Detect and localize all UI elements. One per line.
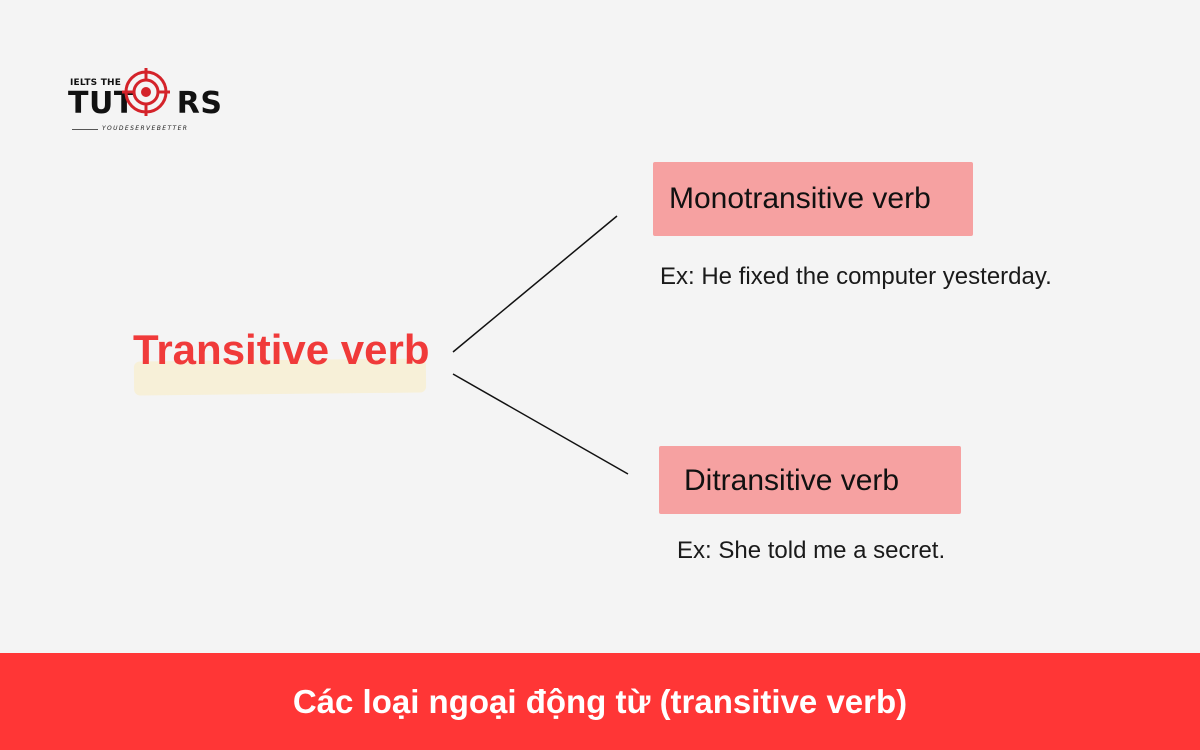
monotransitive-label: Monotransitive verb <box>669 182 931 215</box>
connector-to-ditransitive <box>452 373 629 475</box>
ditransitive-example: Ex: She told me a secret. <box>677 537 946 564</box>
footer-title: Các loại ngoại động từ (transitive verb) <box>292 683 908 720</box>
connector-to-monotransitive <box>452 215 618 353</box>
target-icon <box>122 68 170 116</box>
footer-banner: Các loại ngoại động từ (transitive verb) <box>0 653 1200 750</box>
monotransitive-highlight <box>653 162 973 236</box>
tagline-rule <box>72 129 98 130</box>
tagline-text: YOUDESERVEBETTER <box>102 125 189 132</box>
logo-wordmark-right: RS <box>176 86 223 121</box>
logo-top-text: IELTS THE <box>70 78 122 88</box>
root-node-label: Transitive verb <box>133 326 430 373</box>
ditransitive-label: Ditransitive verb <box>684 464 900 497</box>
logo-tagline: YOUDESERVEBETTER <box>72 125 212 133</box>
ditransitive-highlight <box>659 446 961 514</box>
monotransitive-example: Ex: He fixed the computer yesterday. <box>660 263 1052 290</box>
